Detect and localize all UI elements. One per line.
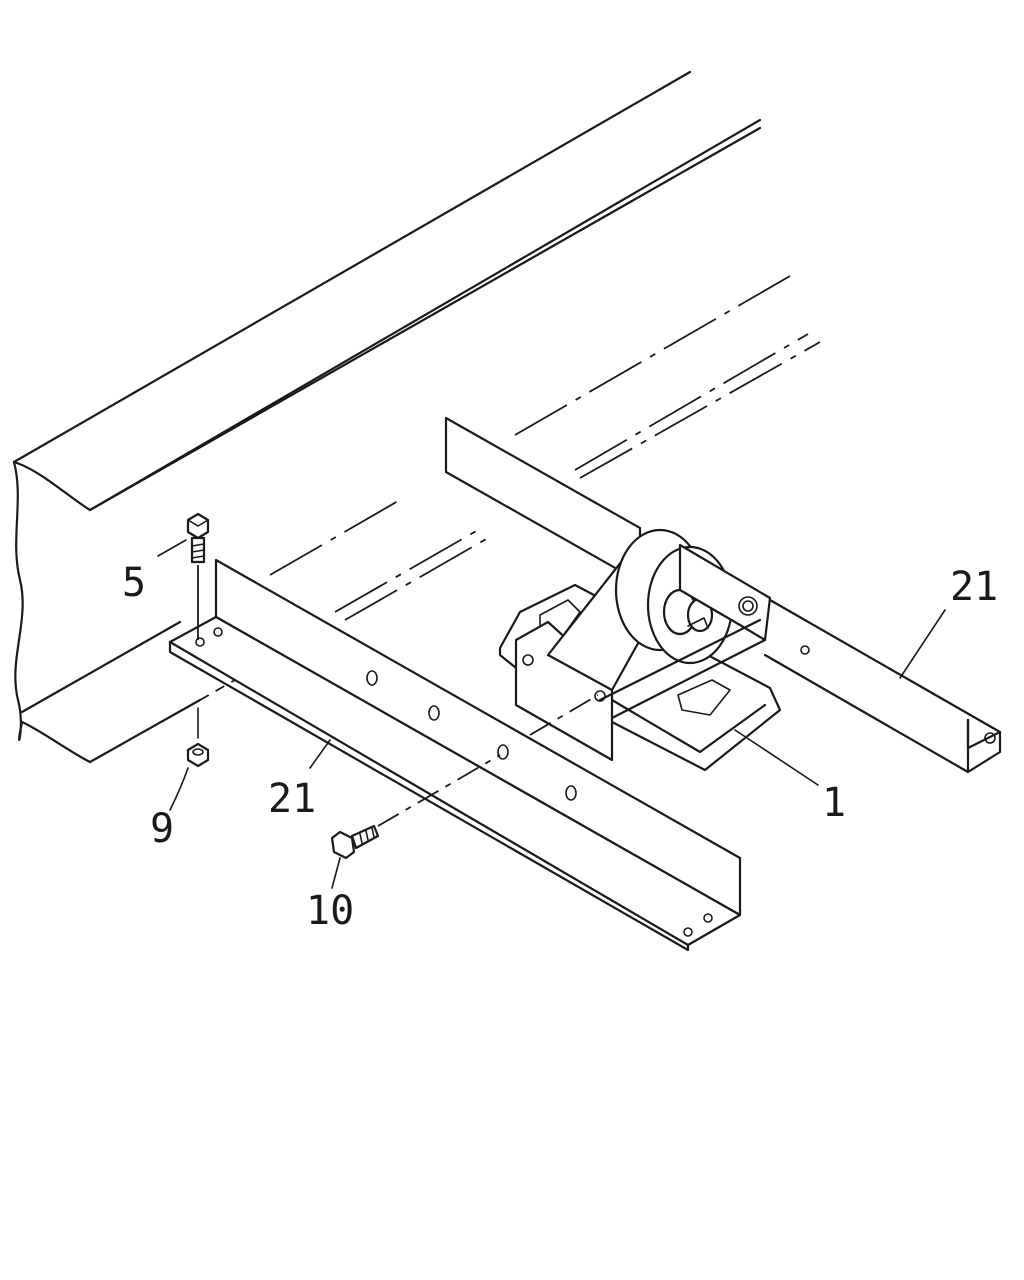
callout-1: 1 bbox=[822, 780, 846, 826]
nut-9 bbox=[169, 707, 210, 811]
callout-5: 5 bbox=[122, 560, 146, 606]
callout-21-left: 21 bbox=[268, 776, 316, 822]
bolt-5 bbox=[157, 512, 210, 640]
frame-rail bbox=[12, 70, 762, 764]
angle-bracket-left bbox=[168, 558, 742, 952]
leader-21-left bbox=[309, 739, 331, 769]
callout-9: 9 bbox=[150, 806, 174, 852]
leader-1 bbox=[734, 729, 819, 786]
bolt-10 bbox=[330, 694, 599, 889]
leader-21-right bbox=[899, 609, 946, 679]
callout-21-right: 21 bbox=[950, 564, 998, 610]
pulley-bracket-assembly bbox=[498, 528, 782, 772]
phantom-cross-member bbox=[269, 275, 821, 621]
callout-10: 10 bbox=[306, 888, 354, 934]
